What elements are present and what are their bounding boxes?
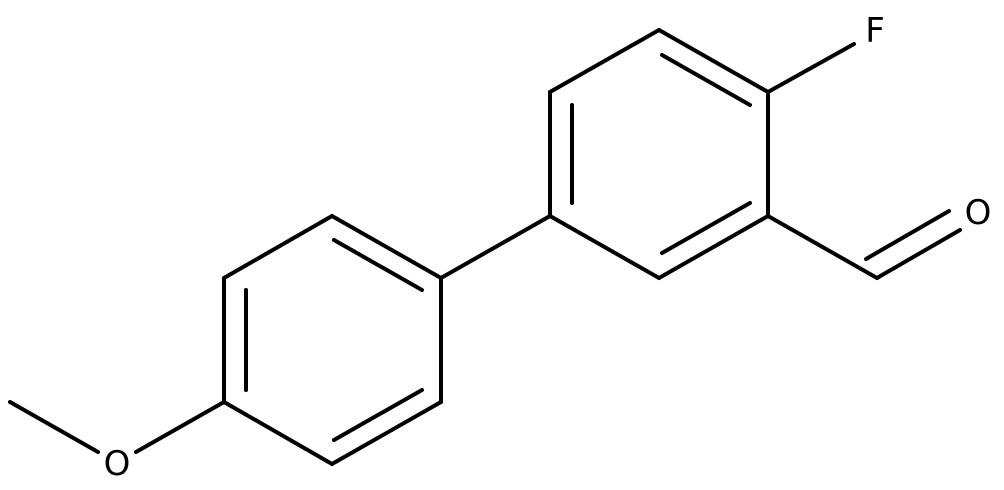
bond-ringA-5-6	[548, 214, 661, 280]
bond-o-ch3	[8, 400, 100, 454]
left-benzene-ring	[222, 214, 443, 466]
bond-cho-c-o-second	[864, 209, 951, 261]
bond-ringA-4-5	[657, 214, 770, 280]
bond-c-f	[766, 42, 856, 94]
bond-ringA-4-5-inner	[660, 201, 752, 255]
bond-c-o-methoxy	[134, 400, 226, 454]
bond-ringB-2-3	[222, 214, 334, 280]
right-ring-substituents	[766, 42, 962, 280]
atom-label-fluorine: F	[865, 11, 885, 51]
bond-ringB-1-2	[330, 214, 443, 280]
bond-biaryl	[439, 214, 552, 280]
atom-label-methoxy-oxygen: O	[104, 444, 131, 484]
bond-c-cho	[766, 214, 879, 280]
bond-ringA-2-3-inner	[660, 53, 752, 107]
bond-ringB-5-6	[330, 400, 443, 466]
right-benzene-ring	[548, 28, 770, 280]
methoxy-group	[8, 400, 226, 454]
bond-ringB-1-2-inner	[332, 238, 424, 292]
bond-ringA-2-3	[657, 28, 770, 94]
bond-ringA-1-2	[548, 28, 661, 94]
bond-ringB-4-5	[222, 400, 334, 466]
atom-label-aldehyde-oxygen: O	[965, 193, 992, 233]
bond-cho-c-o	[875, 228, 962, 280]
bond-ringB-5-6-inner	[332, 388, 424, 442]
